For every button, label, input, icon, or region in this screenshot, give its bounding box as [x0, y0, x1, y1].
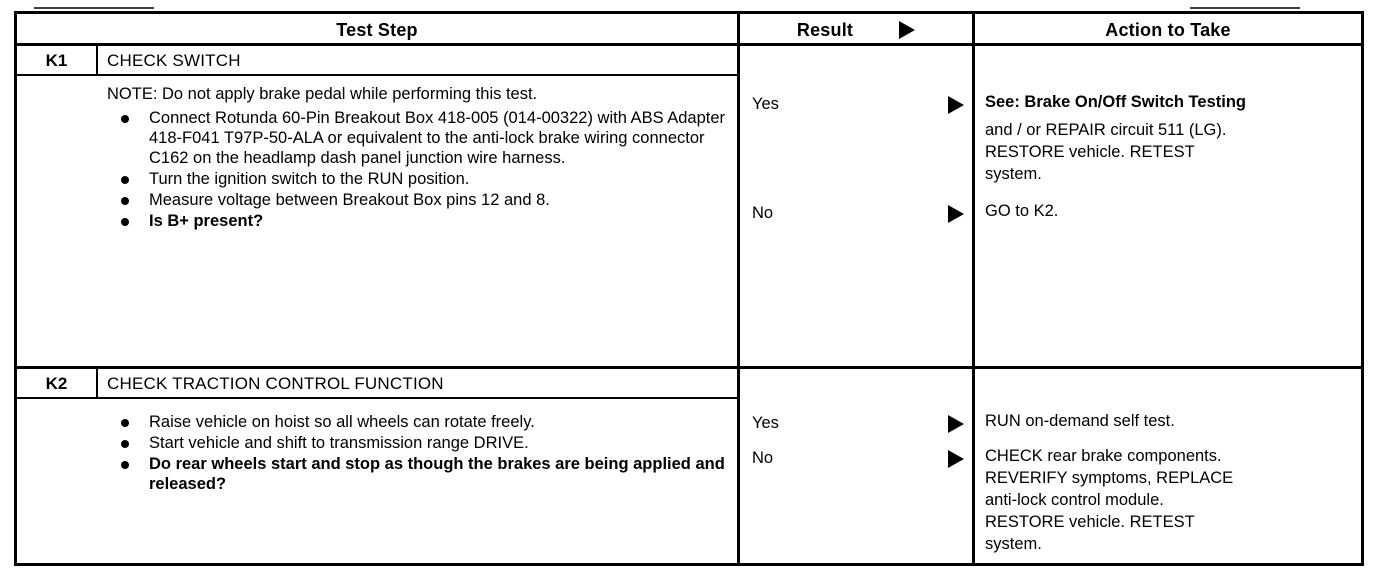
- column-header-test-step: Test Step: [336, 19, 418, 40]
- k-column-divider: [96, 369, 98, 399]
- right-triangle-icon: [899, 21, 916, 39]
- result-row-yes: Yes: [740, 412, 972, 434]
- action-line: system.: [985, 165, 1042, 183]
- action-line: RESTORE vehicle. RETEST: [985, 143, 1195, 161]
- step-note-k1: NOTE: Do not apply brake pedal while per…: [107, 85, 538, 103]
- action-line: CHECK rear brake components.: [985, 447, 1222, 465]
- action-line: GO to K2.: [985, 202, 1059, 220]
- bullet-item: Turn the ignition switch to the RUN posi…: [107, 169, 727, 189]
- action-line: and / or REPAIR circuit 511 (LG).: [985, 121, 1227, 139]
- bullet-dot-icon: [121, 218, 129, 226]
- bullet-text: Turn the ignition switch to the RUN posi…: [149, 170, 470, 188]
- result-label: No: [752, 449, 774, 467]
- bullet-item: Measure voltage between Breakout Box pin…: [107, 190, 727, 210]
- step-title-k2: CHECK TRACTION CONTROL FUNCTION: [107, 374, 444, 393]
- bullet-dot-icon: [121, 461, 129, 469]
- row-divider-k1-k2: [17, 366, 1361, 369]
- pinpoint-test-table: Test Step Result Action to Take K1 CHECK…: [14, 11, 1364, 566]
- step-band-k1: K1 CHECK SWITCH: [17, 46, 737, 76]
- step-id-k2: K2: [45, 374, 68, 393]
- bullet-dot-icon: [121, 197, 129, 205]
- action-line: REVERIFY symptoms, REPLACE: [985, 469, 1234, 487]
- bullet-text: Connect Rotunda 60-Pin Breakout Box 418-…: [149, 109, 726, 167]
- action-line: system.: [985, 535, 1042, 553]
- right-triangle-icon: [948, 205, 964, 223]
- step-title-k1: CHECK SWITCH: [107, 51, 241, 70]
- right-triangle-icon: [948, 96, 964, 114]
- action-line: RESTORE vehicle. RETEST: [985, 513, 1195, 531]
- bullet-item-question: Is B+ present?: [107, 211, 727, 231]
- step-body-k2: Raise vehicle on hoist so all wheels can…: [107, 412, 727, 495]
- column-header-action-to-take: Action to Take: [1105, 19, 1231, 40]
- column-divider-test-result: [737, 14, 740, 566]
- bullet-dot-icon: [121, 419, 129, 427]
- k-column-divider: [96, 46, 98, 76]
- bullet-dot-icon: [121, 115, 129, 123]
- action-block-yes: RUN on-demand self test.: [985, 410, 1365, 432]
- scan-artifact: [1190, 7, 1300, 9]
- result-label: Yes: [752, 95, 779, 113]
- right-triangle-icon: [948, 450, 964, 468]
- action-line: anti-lock control module.: [985, 491, 1164, 509]
- bullet-text: Start vehicle and shift to transmission …: [149, 434, 529, 452]
- step-id-k1: K1: [45, 51, 68, 70]
- bullet-item-question: Do rear wheels start and stop as though …: [107, 454, 727, 494]
- right-triangle-icon: [948, 415, 964, 433]
- result-label: No: [752, 204, 774, 222]
- bullet-item: Connect Rotunda 60-Pin Breakout Box 418-…: [107, 108, 727, 168]
- bullet-text: Raise vehicle on hoist so all wheels can…: [149, 413, 535, 431]
- action-line: See: Brake On/Off Switch Testing: [985, 93, 1246, 111]
- column-header-result: Result: [740, 14, 972, 46]
- step-bullet-list-k1: Connect Rotunda 60-Pin Breakout Box 418-…: [107, 108, 727, 231]
- bullet-item: Start vehicle and shift to transmission …: [107, 433, 727, 453]
- bullet-text: Is B+ present?: [149, 212, 264, 230]
- result-row-no: No: [740, 202, 972, 224]
- bullet-text: Do rear wheels start and stop as though …: [149, 455, 725, 493]
- result-row-no: No: [740, 447, 972, 469]
- bullet-dot-icon: [121, 176, 129, 184]
- bullet-dot-icon: [121, 440, 129, 448]
- step-band-k2: K2 CHECK TRACTION CONTROL FUNCTION: [17, 369, 737, 399]
- column-divider-result-action: [972, 14, 975, 566]
- column-header-result-label: Result: [796, 19, 854, 40]
- action-block-no: GO to K2.: [985, 200, 1365, 222]
- result-label: Yes: [752, 414, 779, 432]
- result-row-yes: Yes: [740, 93, 972, 115]
- action-block-no: CHECK rear brake components. REVERIFY sy…: [985, 445, 1365, 555]
- step-body-k1: NOTE: Do not apply brake pedal while per…: [107, 84, 727, 232]
- bullet-item: Raise vehicle on hoist so all wheels can…: [107, 412, 727, 432]
- action-block-yes: See: Brake On/Off Switch Testing and / o…: [985, 91, 1365, 185]
- bullet-text: Measure voltage between Breakout Box pin…: [149, 191, 550, 209]
- table-header-row: Test Step Result Action to Take: [17, 14, 1361, 46]
- action-line: RUN on-demand self test.: [985, 412, 1175, 430]
- step-bullet-list-k2: Raise vehicle on hoist so all wheels can…: [107, 412, 727, 494]
- scan-artifact: [34, 7, 154, 9]
